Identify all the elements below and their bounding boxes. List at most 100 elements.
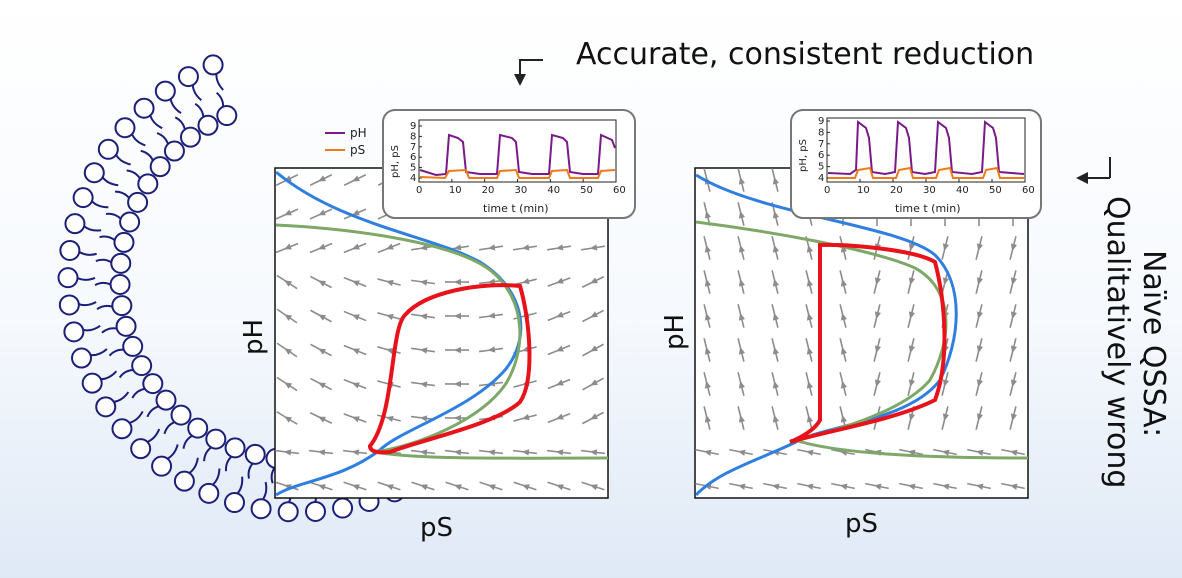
inset-y-tick: 8: [818, 127, 824, 138]
inset-x-tick: 50: [580, 185, 593, 196]
flow-arrow: [377, 278, 401, 287]
lipid-head: [114, 117, 136, 139]
lipid-head: [127, 191, 149, 213]
flow-arrow: [547, 378, 571, 390]
lipid-tail: [77, 301, 97, 307]
lipid-head: [109, 273, 131, 295]
lipid-tail: [166, 444, 179, 460]
lipid-tail: [101, 327, 118, 334]
flow-arrow: [703, 236, 712, 260]
lipid-tail: [169, 98, 182, 114]
flow-arrow: [411, 313, 435, 320]
lipid-tail: [90, 200, 109, 209]
flow-arrow: [445, 481, 469, 491]
lipid-head: [277, 501, 299, 523]
lipid-head: [119, 211, 141, 233]
flow-arrow: [479, 481, 503, 491]
flow-arrow: [411, 279, 435, 286]
flow-arrow: [478, 346, 504, 353]
flow-arrow: [941, 236, 950, 260]
flow-arrow: [342, 449, 368, 456]
legend-pH: pH: [350, 126, 367, 140]
inset-x-tick: 30: [515, 185, 528, 196]
flow-arrow: [737, 304, 746, 328]
inset-y-tick: 5: [818, 162, 824, 173]
flow-arrow: [703, 202, 712, 226]
flow-arrow: [771, 270, 780, 294]
flow-arrow: [1009, 406, 1018, 430]
flow-arrow: [729, 482, 753, 490]
inset-x-tick: 50: [989, 185, 1002, 196]
right-phase-portrait: pS pH: [660, 167, 1029, 539]
lipid-head: [332, 497, 354, 519]
lipid-head: [115, 315, 137, 337]
lipid-tail: [101, 176, 119, 187]
flow-arrow: [547, 244, 571, 251]
flow-arrow: [907, 304, 916, 328]
flow-arrow: [1009, 372, 1018, 396]
flow-arrow: [1001, 448, 1025, 456]
lipid-head: [187, 417, 209, 439]
lipid-tail: [215, 91, 225, 108]
flow-arrow: [411, 381, 435, 388]
flow-arrow: [941, 372, 950, 396]
inset-x-tick: 10: [857, 185, 870, 196]
y-axis-label: pH: [239, 319, 269, 355]
nullcline-green: [275, 223, 608, 460]
flow-arrow: [805, 338, 814, 362]
lipid-tail: [95, 258, 113, 264]
lipid-head: [142, 373, 164, 395]
nullcline-blue: [275, 170, 523, 497]
flow-arrow: [737, 406, 746, 430]
flow-arrow: [377, 242, 401, 254]
lipid-head: [223, 492, 245, 514]
flow-arrow: [343, 413, 367, 423]
inset-x-tick: 30: [923, 185, 936, 196]
flow-arrow: [275, 449, 300, 456]
flow-arrow: [275, 208, 299, 220]
inset-x-tick: 60: [1022, 185, 1035, 196]
lipid-tail: [224, 455, 233, 472]
flow-arrow: [737, 338, 746, 362]
lipid-tail: [270, 466, 276, 484]
side-caption-line2: Qualitatively wrong: [1100, 196, 1135, 488]
flow-arrow: [581, 276, 605, 288]
flow-arrow: [1009, 304, 1018, 328]
inset-x-tick: 40: [956, 185, 969, 196]
flow-arrow: [582, 411, 604, 425]
inset-y-tick: 7: [410, 142, 416, 153]
flow-arrow: [839, 304, 848, 328]
lipid-head: [244, 443, 266, 465]
flow-arrow: [907, 236, 916, 260]
flow-arrow: [797, 482, 821, 490]
flow-arrow: [899, 448, 923, 456]
flow-arrow: [703, 304, 712, 328]
x-axis-label: pS: [420, 513, 453, 543]
lipid-head: [81, 372, 103, 394]
flow-arrow: [276, 342, 298, 358]
lipid-head: [216, 105, 238, 127]
flow-arrow: [975, 304, 984, 328]
flow-arrow: [771, 236, 780, 260]
flow-arrow: [771, 372, 780, 396]
flow-arrow: [343, 174, 367, 186]
lipid-tail: [149, 114, 163, 130]
flow-arrow: [873, 304, 882, 328]
flow-arrow: [343, 208, 367, 220]
lipid-tail: [156, 132, 170, 145]
lipid-head: [198, 482, 220, 504]
flow-arrow: [377, 481, 401, 491]
lipid-head: [137, 173, 159, 195]
flow-arrow: [805, 270, 814, 294]
flow-arrow: [275, 481, 299, 491]
bent-arrow-icon: [1082, 157, 1111, 178]
lipid-head: [304, 500, 326, 522]
flow-arrow: [1009, 236, 1018, 260]
lipid-head: [57, 267, 79, 289]
flow-arrow: [967, 448, 991, 456]
top-caption: Accurate, consistent reduction: [576, 37, 1034, 72]
lipid-tail: [99, 235, 116, 242]
limit-cycle: [789, 242, 947, 444]
flow-arrow: [582, 309, 604, 323]
